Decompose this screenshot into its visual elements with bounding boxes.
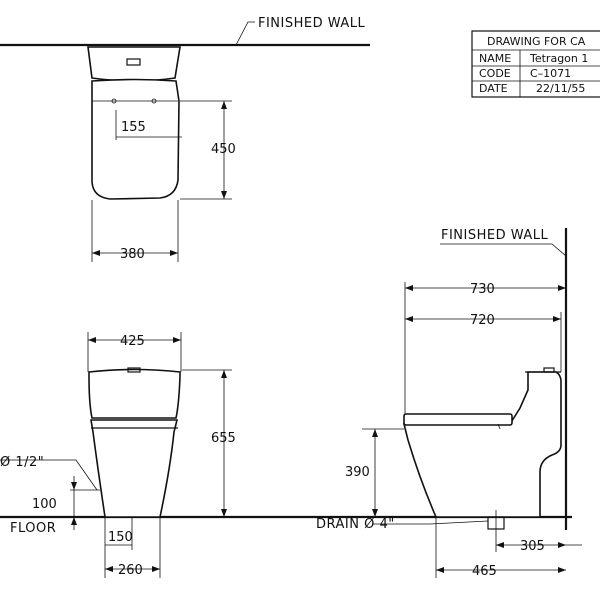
title-block: DRAWING FOR CA NAME Tetragon 1 CODE C–10… — [471, 30, 600, 98]
title-code-value: C–1071 — [530, 67, 571, 80]
title-date-key: DATE — [479, 82, 508, 95]
toilet-side-body — [402, 371, 562, 518]
seat-side — [403, 413, 513, 426]
dim-side-730: 730 — [470, 282, 495, 297]
title-block-frame — [471, 30, 600, 98]
side-view: FINISHED WALL DRAIN Ø 4" 730 720 390 — [316, 228, 582, 579]
tank-plan — [87, 46, 181, 82]
dim-side-465: 465 — [472, 564, 497, 579]
front-view: 425 655 Ø 1/2" 100 150 260 — [0, 332, 236, 578]
dim-front-150: 150 — [108, 530, 133, 545]
top-wall-leader — [235, 21, 255, 46]
title-name-value: Tetragon 1 — [529, 52, 588, 65]
top-view: 155 450 380 — [87, 46, 236, 262]
title-block-heading: DRAWING FOR CA — [487, 35, 586, 48]
dim-front-425: 425 — [120, 334, 145, 349]
dim-top-155: 155 — [121, 120, 146, 135]
tank-front — [88, 368, 181, 419]
bowl-front — [90, 419, 179, 518]
inlet-label: Ø 1/2" — [0, 455, 44, 470]
flush-button-plan — [126, 58, 141, 66]
inlet-leader — [0, 459, 98, 491]
drain-label: DRAIN Ø 4" — [316, 517, 395, 532]
dim-front-260: 260 — [118, 563, 143, 578]
dim-front-655: 655 — [211, 431, 236, 446]
dim-top-380: 380 — [120, 247, 145, 262]
dim-side-720: 720 — [470, 313, 495, 328]
title-code-key: CODE — [479, 67, 511, 80]
dim-side-305: 305 — [520, 539, 545, 554]
dim-front-100: 100 — [32, 497, 57, 512]
title-date-value: 22/11/55 — [536, 82, 585, 95]
top-finished-wall-label: FINISHED WALL — [258, 16, 366, 31]
drain-leader — [372, 520, 489, 525]
dim-top-450: 450 — [211, 142, 236, 157]
floor-label: FLOOR — [10, 521, 56, 536]
dim-side-390: 390 — [345, 465, 370, 480]
title-name-key: NAME — [479, 52, 511, 65]
seat-lid-plan — [91, 78, 180, 200]
side-finished-wall-label: FINISHED WALL — [441, 228, 549, 243]
